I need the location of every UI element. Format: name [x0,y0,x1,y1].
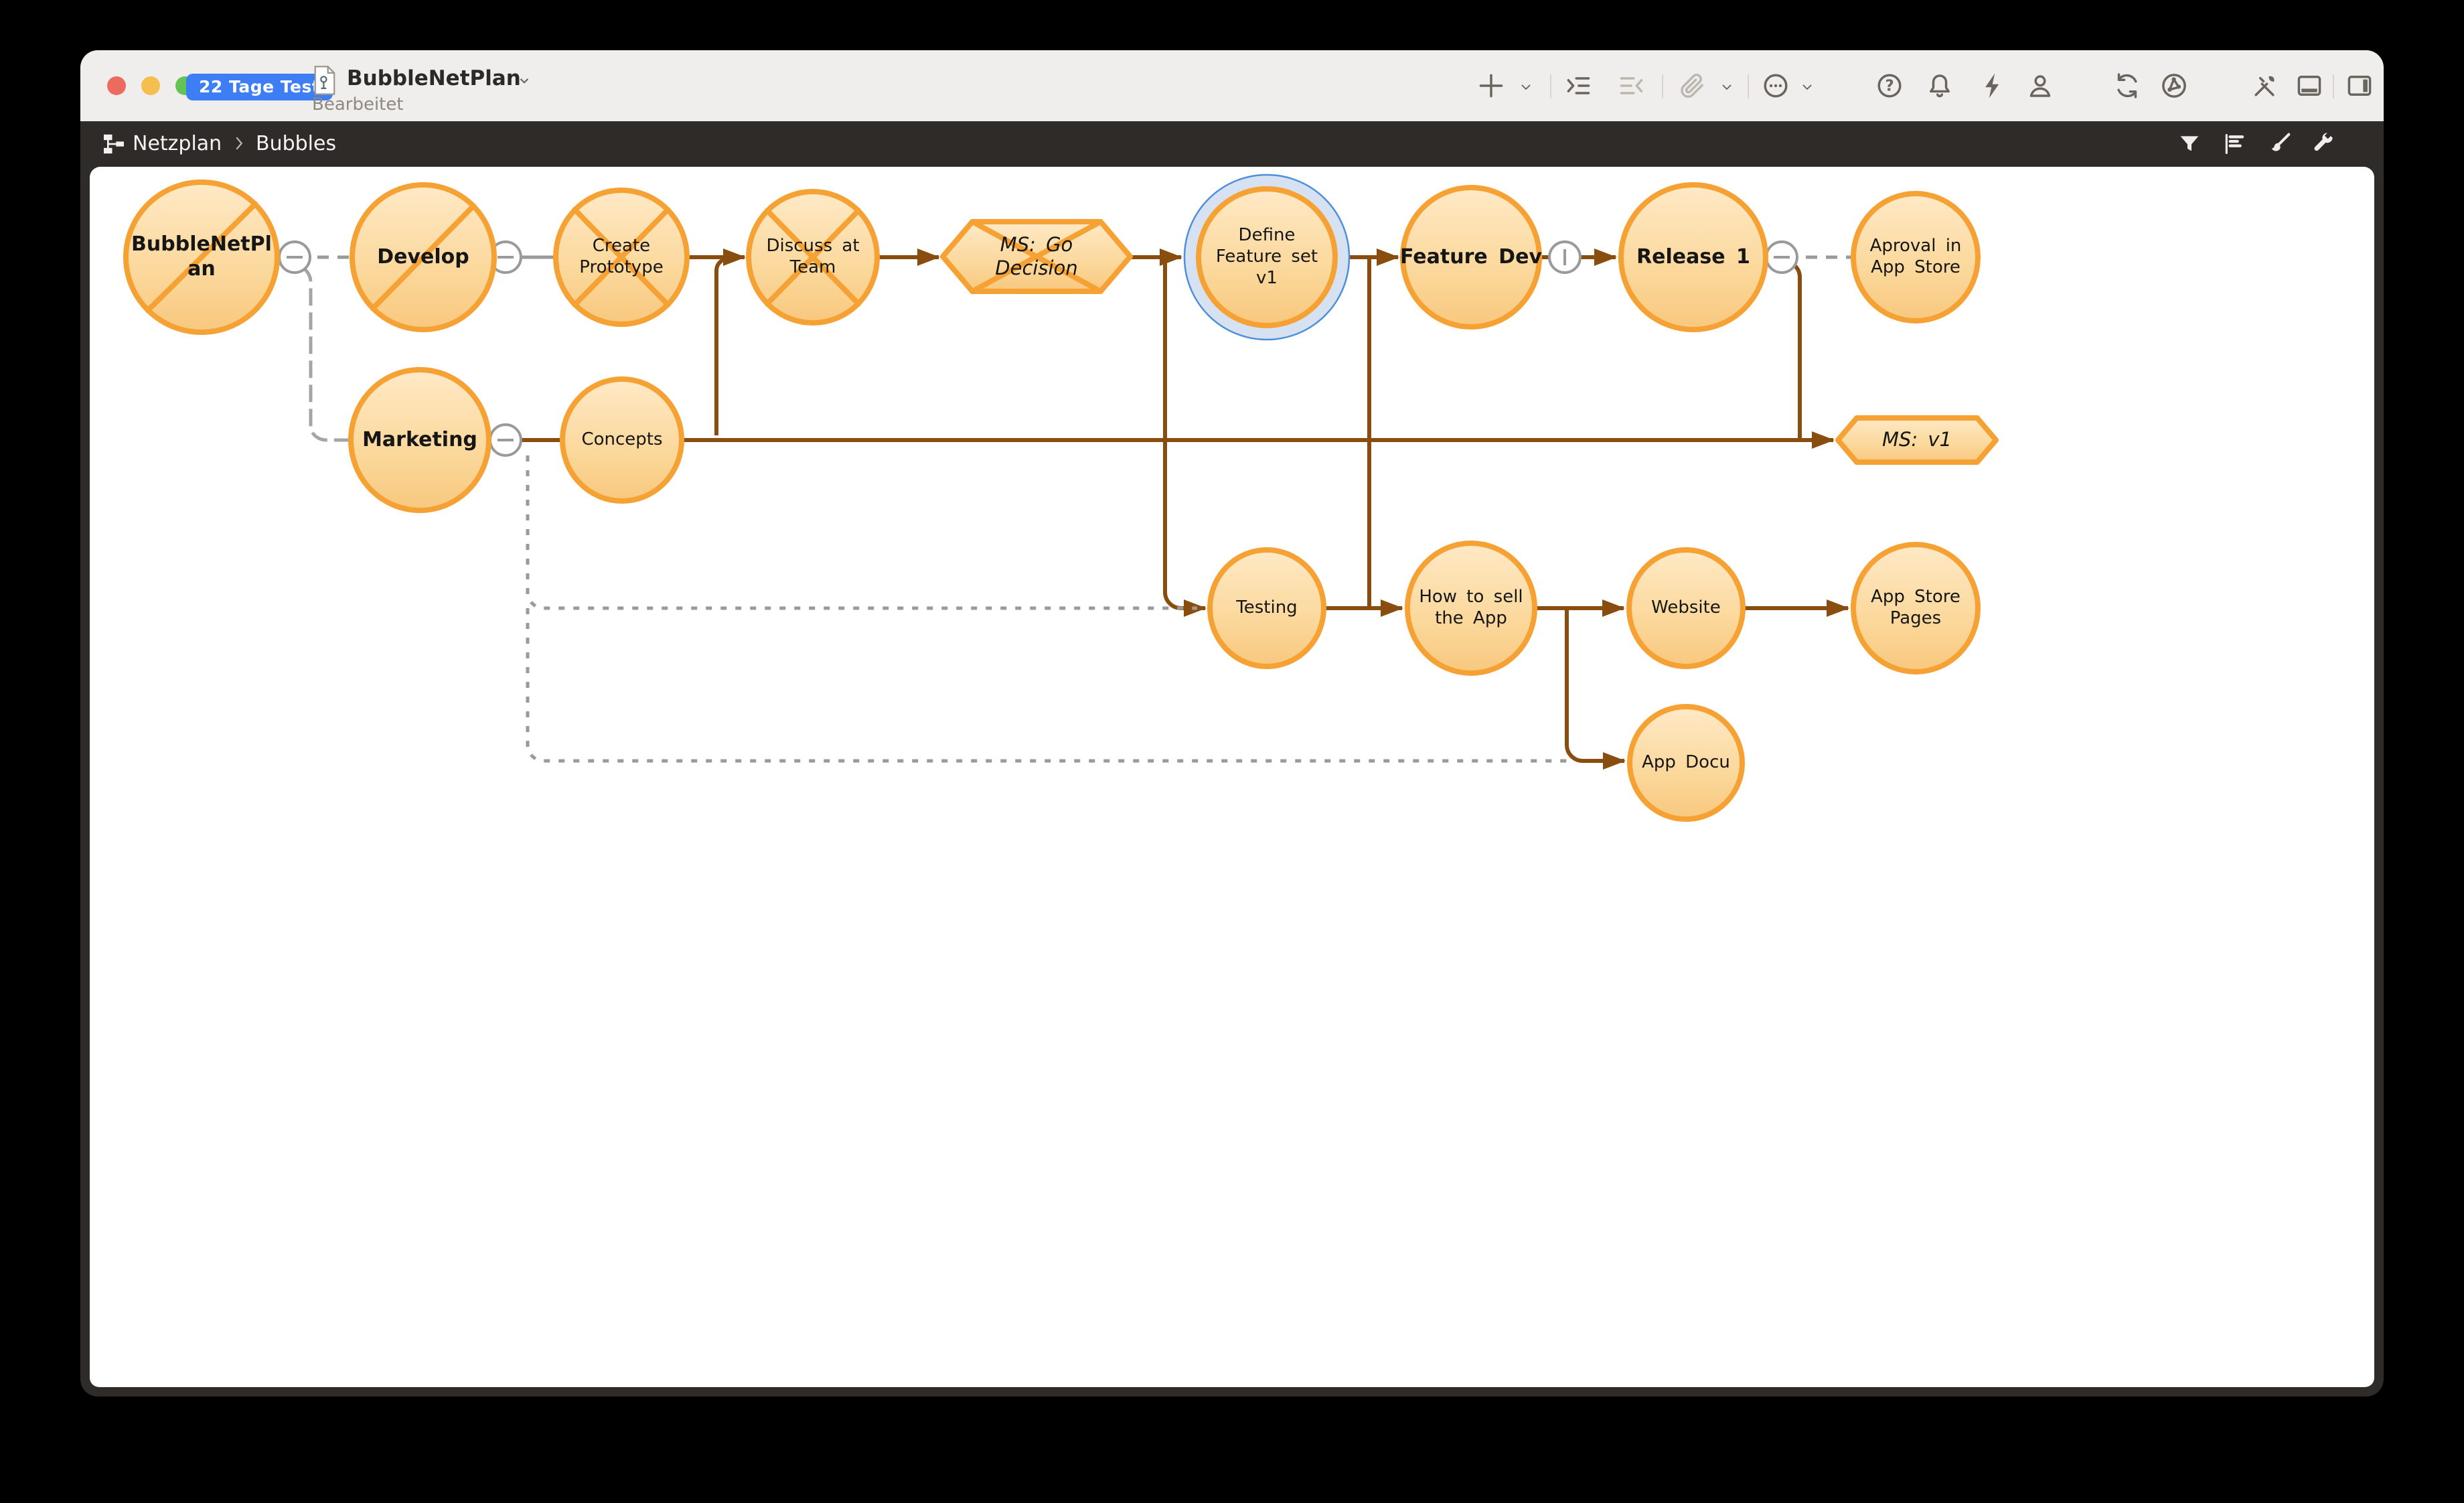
node-ms-v1[interactable] [1835,415,1999,465]
node-testing[interactable] [1207,547,1326,669]
node-how-to-sell-the-app[interactable] [1405,541,1537,676]
notifications-icon[interactable] [1925,71,1954,100]
app-window: 22 Tage Test BubbleNetPlan Bearbeitet ? … [80,50,2384,1397]
tools-icon[interactable] [2250,71,2279,100]
close-button[interactable] [107,76,126,95]
chevron-down-icon[interactable] [1799,79,1815,95]
filter-icon[interactable] [2176,131,2203,157]
chevron-down-icon[interactable] [1719,79,1735,95]
node-ms-go-decision[interactable] [940,219,1133,294]
node-website[interactable] [1626,547,1746,669]
node-develop[interactable] [350,182,497,332]
edge-bubblenetplan-to-marketing [301,265,351,442]
breadcrumb-bar: Netzplan Bubbles [80,121,2384,167]
format-brush-icon[interactable] [2266,131,2293,157]
node-app-docu[interactable] [1627,704,1745,822]
more-icon[interactable] [1761,71,1790,100]
node-app-store-pages[interactable] [1851,542,1981,674]
node-release-1[interactable] [1618,182,1768,332]
network-icon[interactable] [2159,71,2189,100]
title-bar: 22 Tage Test BubbleNetPlan Bearbeitet ? [80,50,2384,121]
node-define-feature-set-v1[interactable] [1183,173,1351,341]
edge-release-1-to-ms-v1 [1788,259,1802,440]
toolbar-separator [1748,74,1749,98]
breadcrumb-item-netzplan[interactable]: Netzplan [133,132,222,155]
connector-minus-badge[interactable] [489,423,522,457]
trial-badge[interactable]: 22 Tage Test [186,74,333,100]
svg-text:?: ? [1885,78,1894,95]
toolbar-separator [2333,74,2334,98]
panel-right-icon[interactable] [2345,71,2374,100]
indent-icon[interactable] [1563,71,1593,100]
node-concepts[interactable] [560,376,684,504]
node-marketing[interactable] [348,367,491,513]
traffic-lights [107,76,194,95]
outline-icon[interactable] [2221,131,2248,157]
sync-icon[interactable] [2112,71,2142,100]
document-status: Bearbeitet [312,94,404,115]
node-discuss-at-team[interactable] [746,189,880,326]
panel-bottom-icon[interactable] [2295,71,2324,100]
title-menu-chevron-icon[interactable] [516,72,533,92]
edge-marketing-to-testing [526,455,1197,610]
breadcrumb-item-bubbles[interactable]: Bubbles [256,132,337,155]
netzplan-tree-icon [100,131,127,157]
edge-concepts-to-discuss-at-team [714,255,728,435]
edge-ms-go-decision-to-testing [1163,257,1207,617]
node-bubblenetplan[interactable] [123,180,280,335]
add-icon[interactable] [1476,71,1506,100]
node-create-prototype[interactable] [553,188,690,327]
network-diagram [123,173,1999,822]
toolbar-separator [1550,74,1551,98]
outdent-icon[interactable] [1617,71,1646,100]
chevron-right-icon [229,133,249,153]
document-icon [312,65,337,98]
node-aproval-in-app-store[interactable] [1851,191,1981,324]
edge-marketing-to-app-docu [526,608,1569,763]
user-icon[interactable] [2025,71,2055,100]
activity-icon[interactable] [1979,71,2008,100]
node-feature-dev[interactable] [1400,185,1542,330]
settings-wrench-icon[interactable] [2310,131,2337,157]
attach-icon[interactable] [1677,71,1707,100]
chevron-down-icon[interactable] [1518,79,1534,95]
help-icon[interactable]: ? [1875,71,1904,100]
edge-how-to-sell-the-app-to-app-docu [1565,608,1626,770]
minimize-button[interactable] [141,76,160,95]
connector-minus-badge[interactable] [278,240,311,274]
connector-bar-badge[interactable] [1548,240,1582,274]
connector-minus-badge[interactable] [489,240,522,274]
document-title[interactable]: BubbleNetPlan [347,66,521,90]
toolbar-separator [1662,74,1663,98]
connector-minus-badge[interactable] [1765,240,1798,274]
